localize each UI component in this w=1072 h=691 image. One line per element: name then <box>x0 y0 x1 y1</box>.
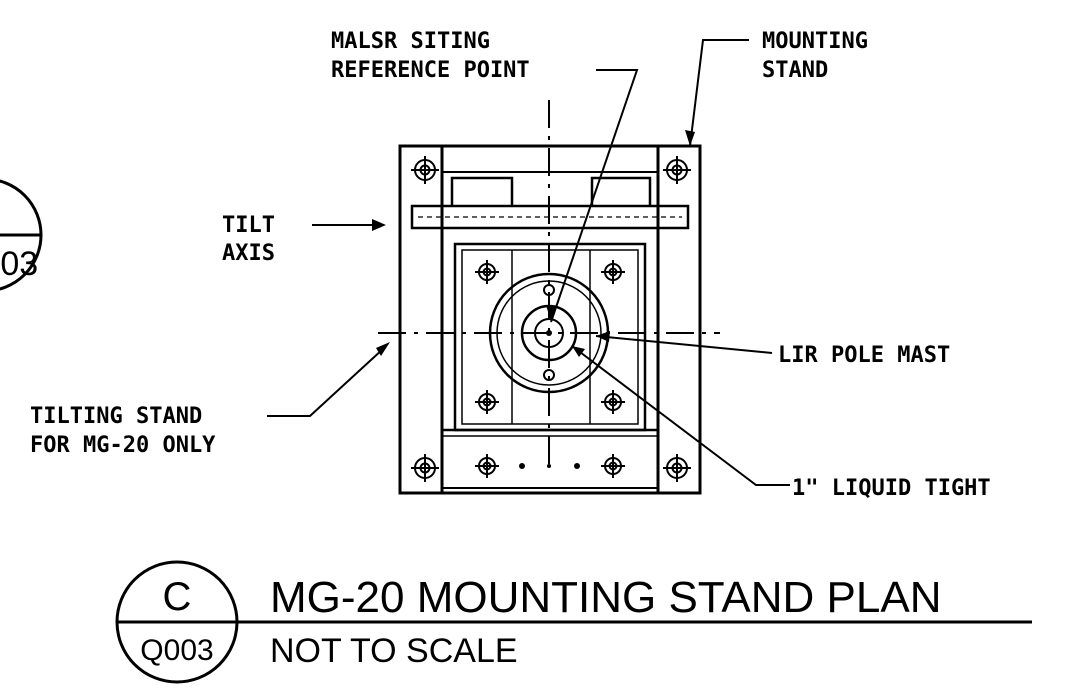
leader-arrowheads <box>372 130 695 357</box>
mounting-label-line2: STAND <box>762 58 828 83</box>
callout-labels: MALSR SITING REFERENCE POINT MOUNTING ST… <box>30 29 991 501</box>
tilting-stand-label-line2: FOR MG-20 ONLY <box>30 433 216 458</box>
drawing-title: MG-20 MOUNTING STAND PLAN <box>270 573 941 622</box>
left-rail <box>398 144 444 495</box>
liquid-tight-label: 1" LIQUID TIGHT <box>792 476 991 501</box>
leader-lines <box>267 39 790 486</box>
title-block: C Q003 MG-20 MOUNTING STAND PLAN NOT TO … <box>115 560 1032 684</box>
right-rail <box>656 144 702 495</box>
detail-sheet-ref: Q003 <box>140 634 213 667</box>
partial-section-bubble: Q003 <box>0 179 43 291</box>
tilt-label-line2: AXIS <box>222 241 275 266</box>
stand-assembly <box>378 100 720 495</box>
tilting-stand-label-line1: TILTING STAND <box>30 404 202 429</box>
lir-pole-mast-label: LIR POLE MAST <box>778 343 950 368</box>
partial-bubble-text: Q003 <box>0 245 38 283</box>
tilt-label-line1: TILT <box>222 213 275 238</box>
detail-letter: C <box>163 575 192 619</box>
drawing-scale-note: NOT TO SCALE <box>270 632 518 670</box>
malsr-label-line2: REFERENCE POINT <box>331 58 530 83</box>
malsr-label-line1: MALSR SITING <box>331 29 490 54</box>
bolt-group <box>411 156 691 482</box>
mounting-label-line1: MOUNTING <box>762 29 868 54</box>
